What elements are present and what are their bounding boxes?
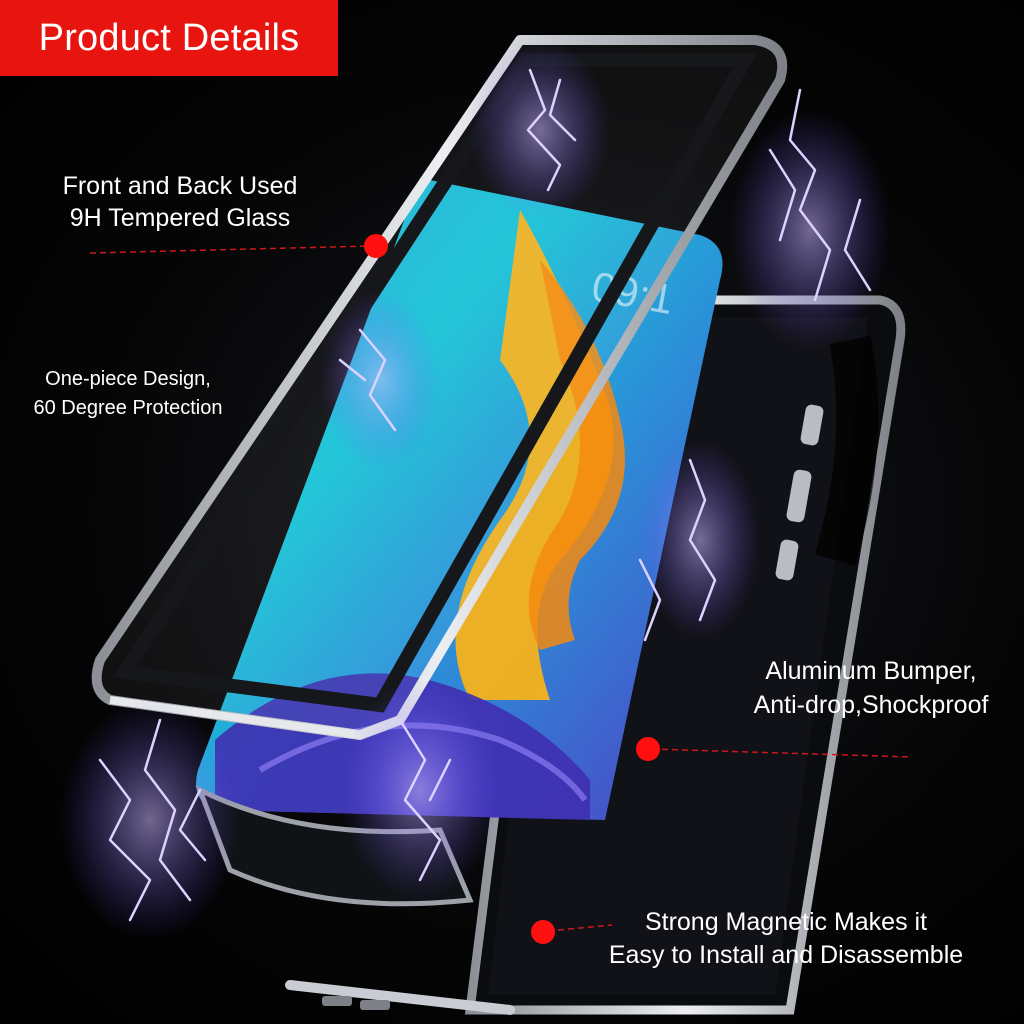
feature-line: Strong Magnetic Makes it: [644, 908, 928, 936]
feature-line: Front and Back Used: [62, 172, 298, 200]
feature-strong-magnetic: Strong Magnetic Makes it Easy to Install…: [566, 906, 1006, 972]
callout-leader-lines: [89, 245, 913, 932]
feature-line: 60 Degree Protection: [33, 397, 223, 419]
feature-tempered-glass: Front and Back Used 9H Tempered Glass: [20, 170, 340, 234]
feature-line: One-piece Design,: [45, 368, 211, 390]
power-button: [775, 539, 799, 581]
marker-dot: [636, 737, 660, 761]
feature-line: Anti-drop,Shockproof: [753, 691, 989, 719]
side-button: [786, 469, 812, 523]
volume-button: [800, 404, 824, 446]
lightning-effects: [60, 40, 890, 940]
feature-aluminum-bumper: Aluminum Bumper, Anti-drop,Shockproof: [718, 654, 1024, 722]
feature-line: Aluminum Bumper,: [765, 657, 977, 685]
marker-dot: [364, 234, 388, 258]
feature-one-piece-design: One-piece Design, 60 Degree Protection: [0, 365, 256, 423]
feature-line: 9H Tempered Glass: [69, 204, 291, 232]
marker-dot: [531, 920, 555, 944]
camera-cutout: [814, 335, 879, 566]
feature-line: Easy to Install and Disassemble: [608, 941, 964, 969]
product-details-badge: Product Details: [0, 0, 338, 76]
callout-markers: [364, 234, 660, 944]
